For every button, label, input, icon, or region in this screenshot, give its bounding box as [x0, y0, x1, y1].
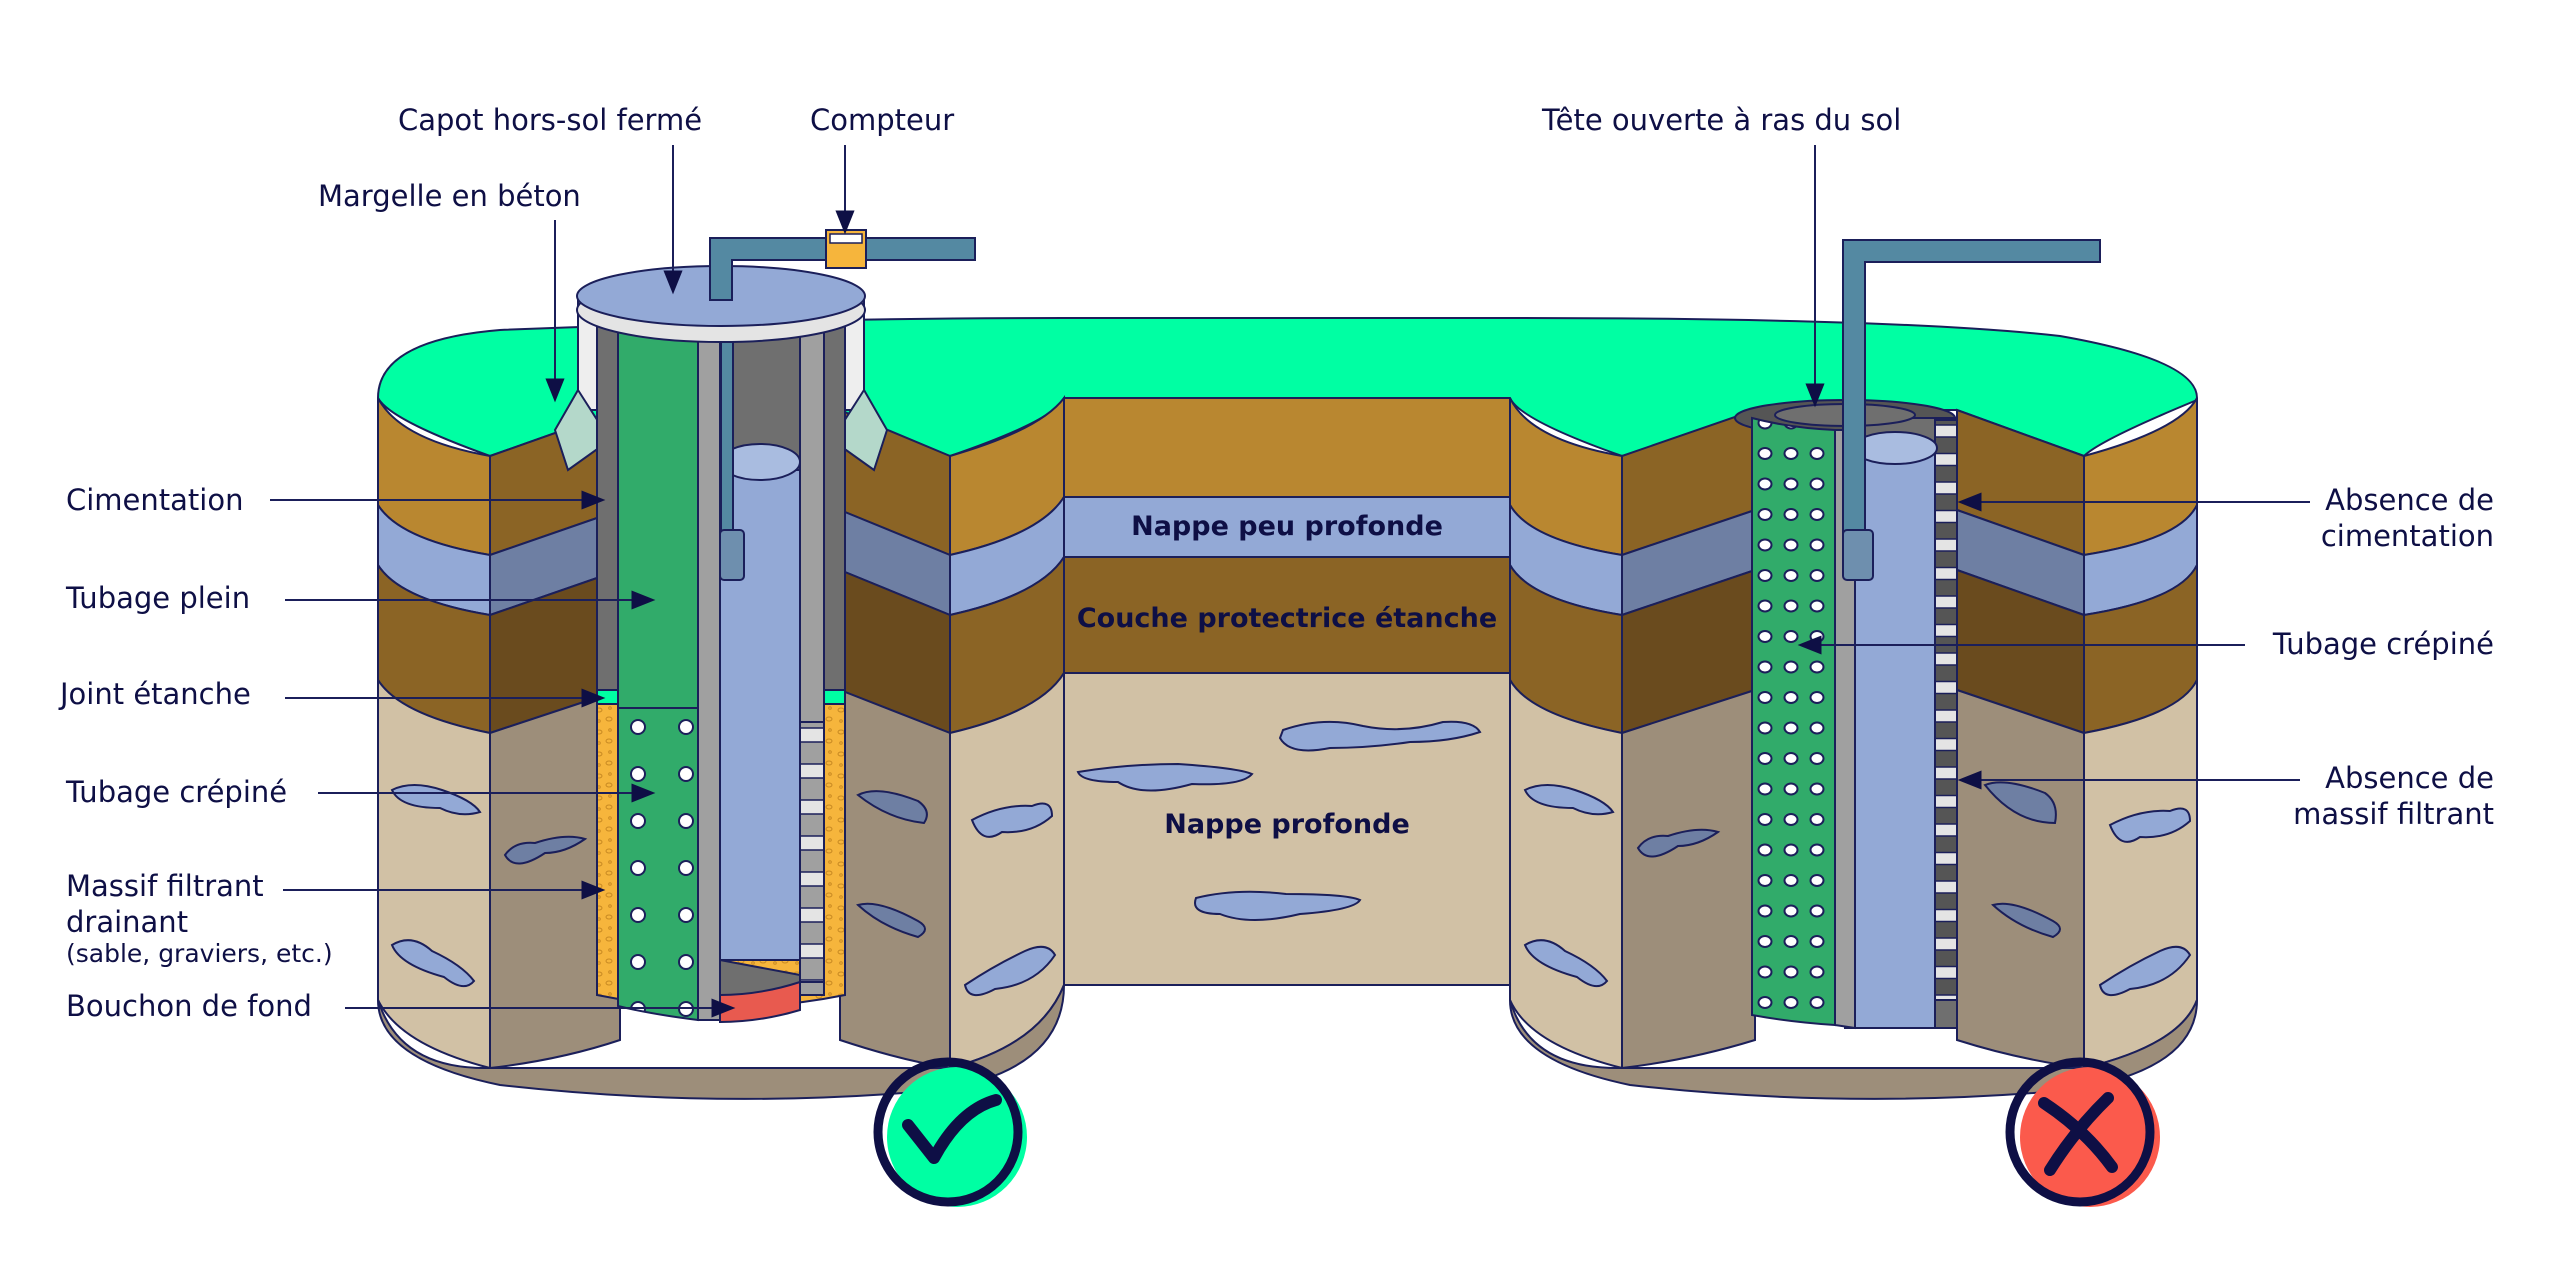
screen-slots	[1934, 419, 1958, 1001]
layer-topsoil	[1063, 397, 1511, 498]
water-pocket	[1983, 781, 2057, 825]
pump-pipe	[720, 339, 734, 541]
water-pocket	[503, 835, 588, 865]
water-pocket	[1636, 828, 1721, 858]
good-well	[553, 229, 976, 1024]
bad-well	[1734, 239, 2101, 1030]
water-pocket	[1523, 939, 1609, 988]
leader-lines	[270, 145, 2310, 1018]
label-tubage-plein: Tubage plein	[65, 581, 250, 615]
water-pocket	[1278, 720, 1482, 752]
water-pocket	[963, 945, 1057, 996]
water-pocket	[856, 902, 926, 939]
bottom-plug	[719, 980, 801, 1024]
label-absence-massif-1: Absence de	[2325, 761, 2494, 795]
label-deep-aquifer: Nappe profonde	[1164, 809, 1410, 840]
label-absence-cim-1: Absence de	[2325, 483, 2494, 517]
label-massif-2: drainant	[66, 905, 188, 939]
label-absence-massif-2: massif filtrant	[2293, 797, 2494, 831]
label-margelle: Margelle en béton	[318, 179, 581, 213]
layer-impermeable	[1063, 556, 1511, 674]
cross-icon	[2038, 1092, 2118, 1176]
pump	[1842, 529, 1874, 581]
center-soil-block: Nappe peu profonde Couche protectrice ét…	[1063, 397, 1511, 986]
water-pocket	[390, 939, 476, 988]
label-cimentation: Cimentation	[66, 483, 243, 517]
labels: Capot hors-sol fermé Compteur Margelle e…	[58, 103, 2494, 1023]
label-shallow-aquifer: Nappe peu profonde	[1131, 511, 1443, 542]
label-tete-ouverte: Tête ouverte à ras du sol	[1541, 103, 1901, 137]
label-bouchon: Bouchon de fond	[66, 989, 312, 1023]
water-pocket	[2108, 807, 2192, 843]
layer-shallow-aquifer	[1063, 496, 1511, 558]
water-pocket	[1523, 784, 1615, 816]
check-icon	[902, 1094, 1002, 1164]
water-pocket	[1194, 890, 1362, 921]
label-massif-1: Massif filtrant	[66, 869, 264, 903]
screen-casing	[617, 707, 699, 1022]
outlet-pipe	[709, 237, 976, 301]
water-pocket	[856, 790, 928, 825]
screen-slots	[799, 721, 825, 983]
good-verdict-badge	[873, 1057, 1027, 1207]
label-capot: Capot hors-sol fermé	[398, 103, 702, 137]
water-pocket	[1076, 762, 1254, 792]
label-joint: Joint étanche	[58, 677, 251, 711]
water-pocket	[2098, 945, 2192, 996]
screen-casing	[1751, 416, 1836, 1027]
right-soil-cylinder	[1509, 397, 2198, 1100]
solid-casing	[617, 329, 699, 711]
label-tubage-crepine-right: Tubage crépiné	[2272, 627, 2494, 661]
label-massif-3: (sable, graviers, etc.)	[66, 939, 333, 968]
water-pocket	[970, 802, 1054, 838]
water-pocket	[1991, 902, 2061, 939]
left-soil-cylinder	[377, 395, 1065, 1100]
label-impermeable-layer: Couche protectrice étanche	[1077, 603, 1497, 634]
label-absence-cim-2: cimentation	[2321, 519, 2494, 553]
bad-verdict-badge	[2005, 1057, 2160, 1207]
pump	[719, 529, 745, 581]
label-tubage-crepine-left: Tubage crépiné	[65, 775, 287, 809]
label-compteur: Compteur	[810, 103, 954, 137]
